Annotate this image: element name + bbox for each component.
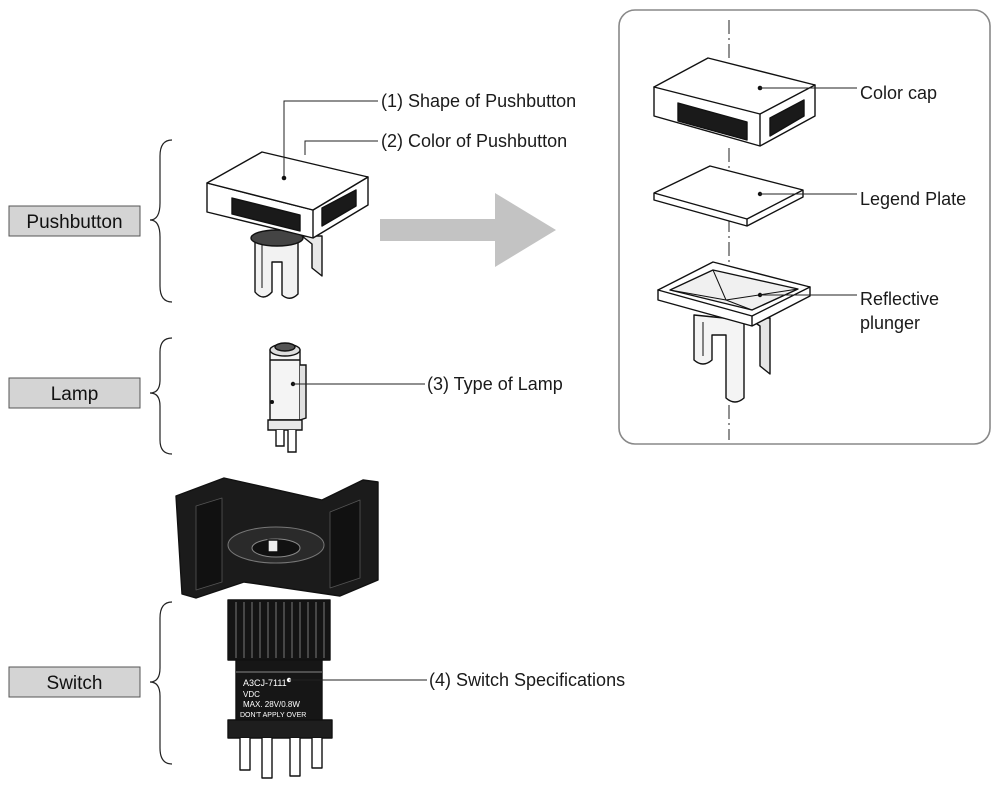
- switch-illustration: [175, 477, 379, 779]
- exploded-view-panel: [618, 9, 991, 445]
- category-label-switch: Switch: [8, 666, 141, 698]
- callout-switch-specifications: (4) Switch Specifications: [429, 670, 625, 690]
- label-reflective: Reflective: [860, 289, 939, 309]
- switch-marking-voltage: VDC: [243, 690, 260, 699]
- callout-shape-of-pushbutton: (1) Shape of Pushbutton: [381, 91, 576, 111]
- exploded-color-cap: [653, 57, 816, 147]
- pushbutton-illustration: [206, 151, 369, 299]
- category-label-lamp: Lamp: [8, 377, 141, 409]
- switch-marking-rating: MAX. 28V/0.8W: [243, 700, 300, 709]
- exploded-view-arrow: [380, 193, 556, 267]
- callout-leaders-pushbutton: [283, 100, 378, 176]
- bracket-lamp: [149, 337, 173, 455]
- label-plunger: plunger: [860, 313, 920, 333]
- callout-type-of-lamp: (3) Type of Lamp: [427, 374, 563, 394]
- category-lamp-text: Lamp: [51, 384, 99, 405]
- switch-marking-warning: DON'T APPLY OVER: [240, 712, 306, 719]
- bracket-switch: [149, 601, 173, 765]
- category-label-pushbutton: Pushbutton: [8, 205, 141, 237]
- label-legend-plate: Legend Plate: [860, 189, 966, 209]
- lamp-illustration: [267, 342, 307, 453]
- category-pushbutton-text: Pushbutton: [26, 212, 122, 233]
- label-color-cap: Color cap: [860, 83, 937, 103]
- switch-markings: A3CJ-7111 VDC MAX. 28V/0.8W DON'T APPLY …: [240, 678, 306, 719]
- switch-marking-model: A3CJ-7111: [243, 678, 287, 688]
- callout-color-of-pushbutton: (2) Color of Pushbutton: [381, 131, 567, 151]
- category-switch-text: Switch: [47, 673, 103, 694]
- exploded-legend-plate: [653, 165, 804, 227]
- exploded-reflective-plunger: [657, 261, 811, 403]
- bracket-pushbutton: [149, 139, 173, 303]
